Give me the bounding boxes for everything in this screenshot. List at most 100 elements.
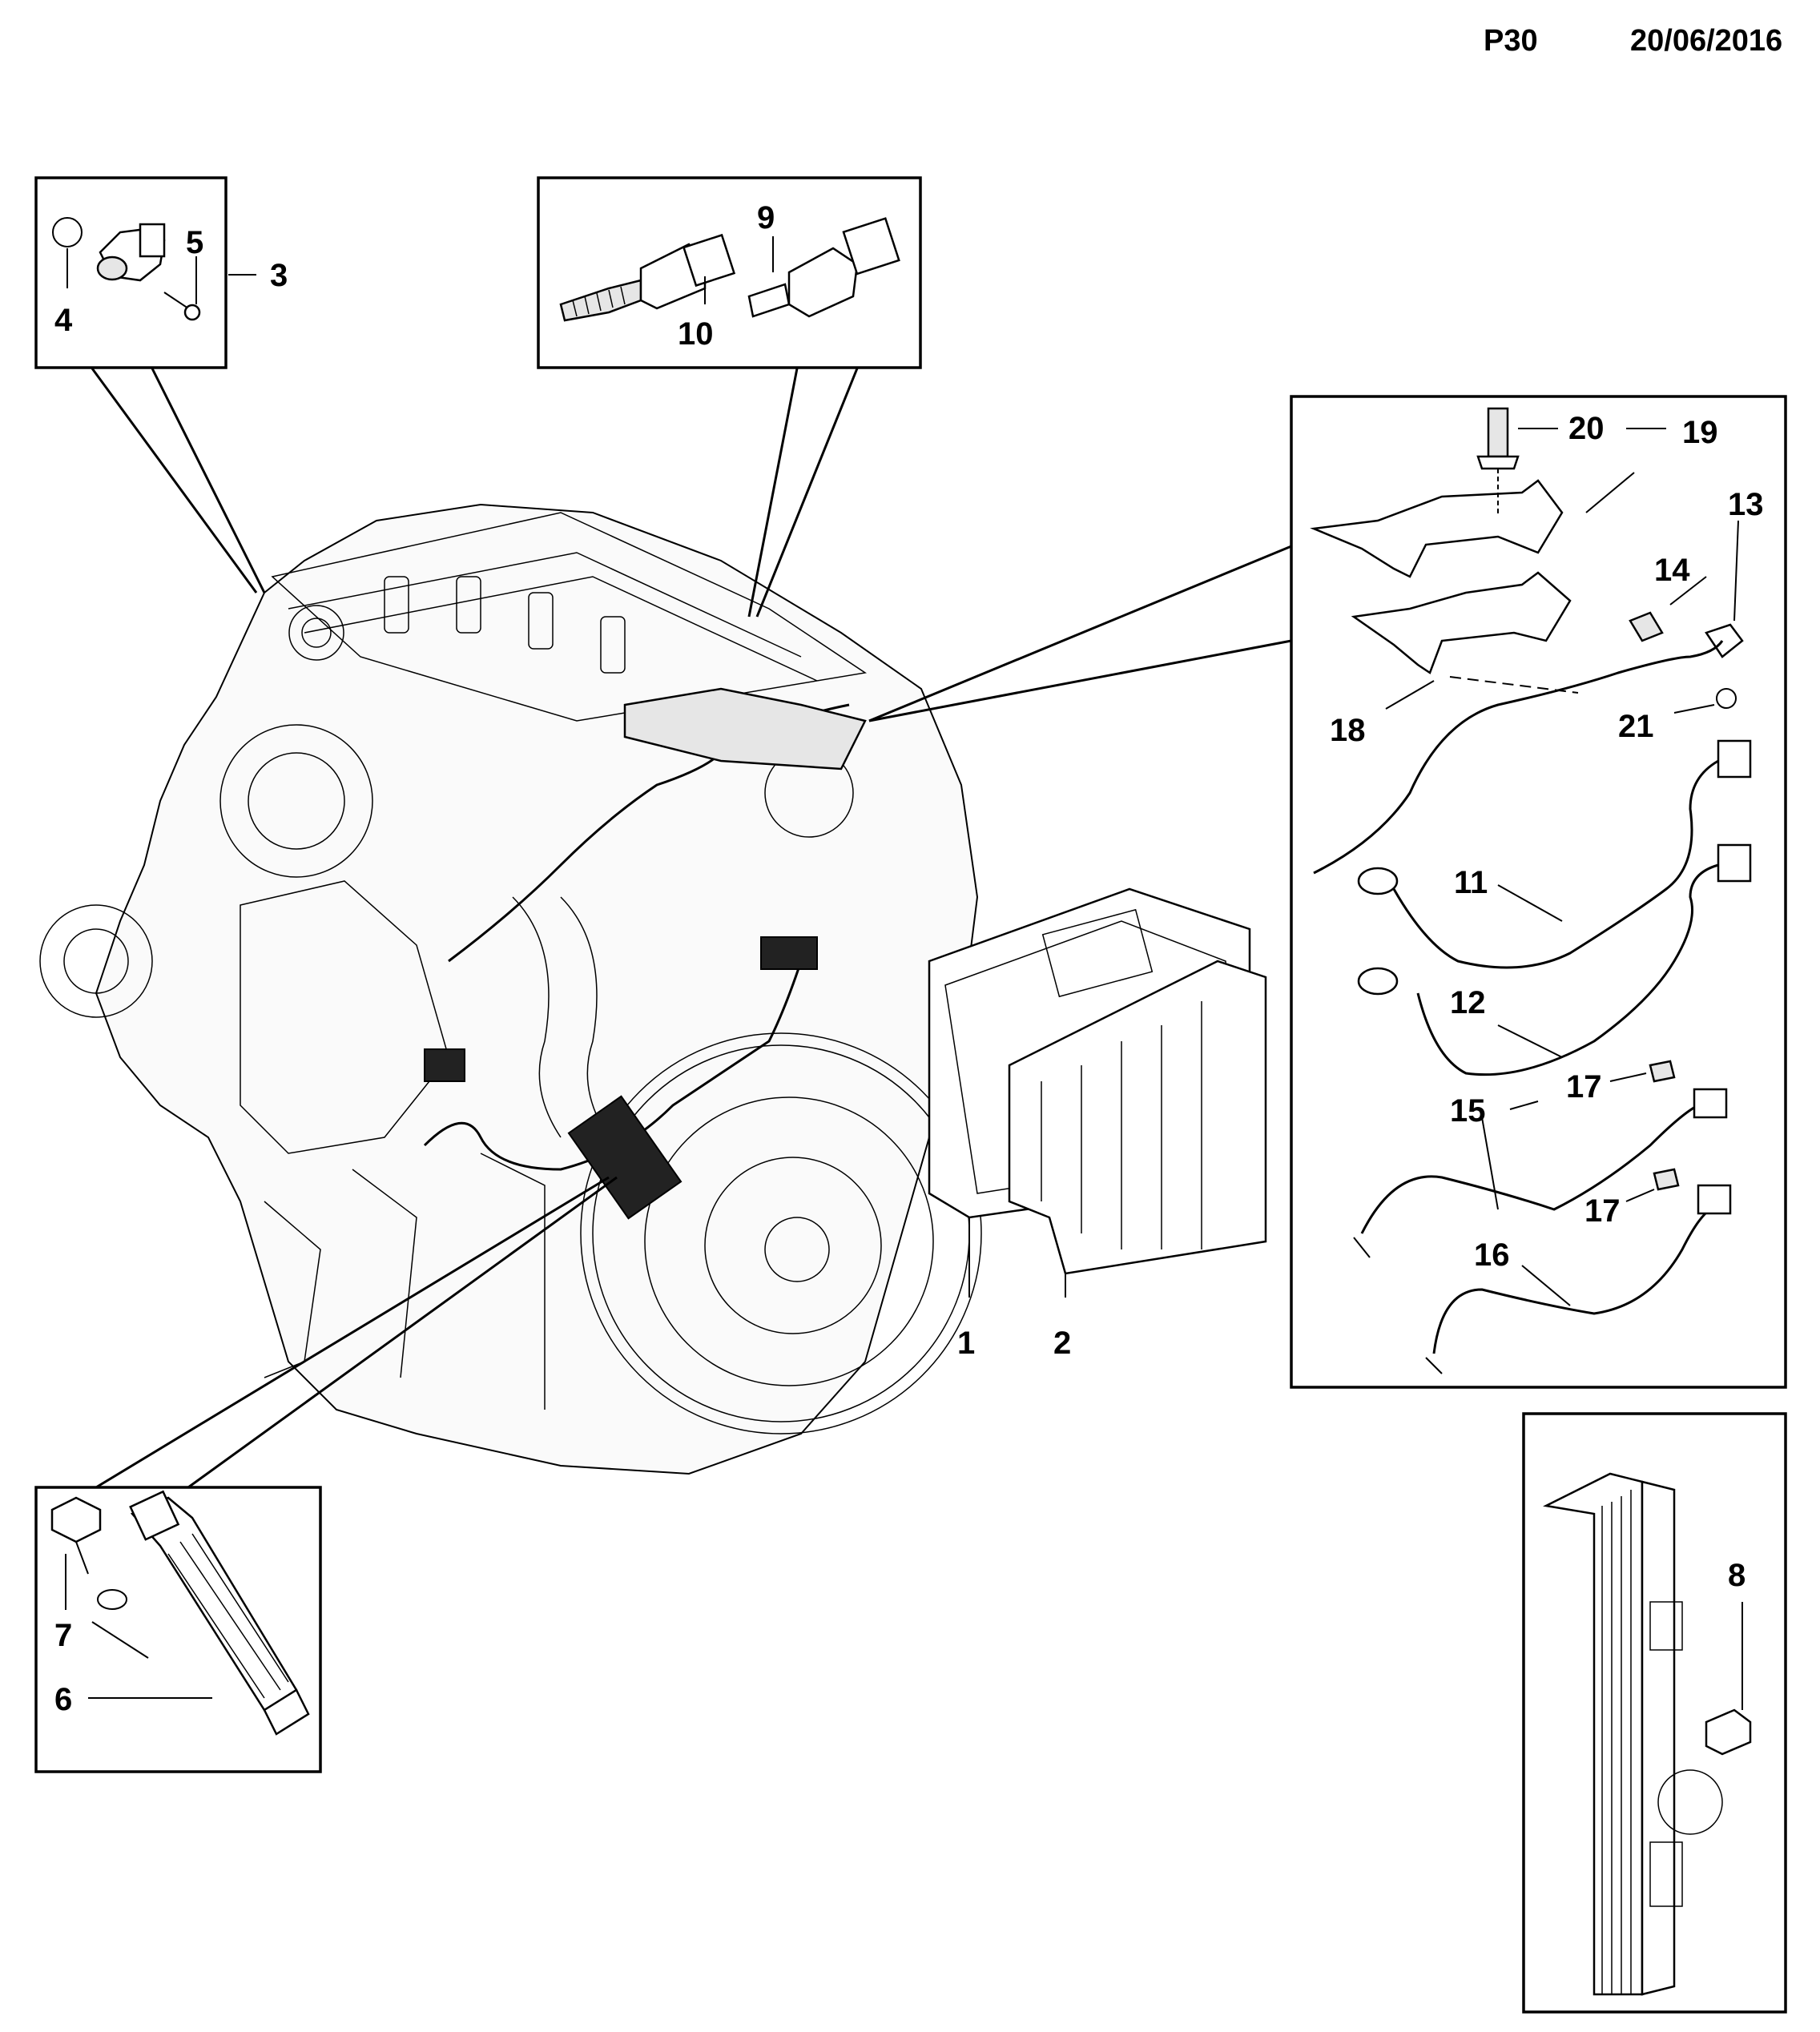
sensor-11 xyxy=(1357,867,1399,895)
valve-cover xyxy=(271,512,867,722)
connector-11 xyxy=(1717,739,1752,779)
harness-clip xyxy=(1629,611,1664,642)
clip-17-lower xyxy=(1653,1168,1680,1191)
box-nox-sensor xyxy=(34,1486,322,1773)
callout-4: 4 xyxy=(54,303,73,338)
injector-4 xyxy=(600,616,626,674)
radiator-temperature-sensor xyxy=(1705,1708,1752,1756)
sensor-9-tip xyxy=(747,283,791,318)
harness-bracket-on-engine xyxy=(623,687,867,771)
thread-lines xyxy=(572,286,626,317)
callout-13: 13 xyxy=(1728,487,1764,522)
callout-8: 8 xyxy=(1728,1558,1746,1593)
box-camshaft-sensor xyxy=(34,176,228,369)
harness-15 xyxy=(1360,1104,1699,1234)
sensor-9-connector xyxy=(842,217,900,276)
callout-20: 20 xyxy=(1568,411,1605,446)
clutch-pressure-plate xyxy=(644,1096,934,1386)
connector-15 xyxy=(1693,1088,1728,1119)
injector-1 xyxy=(384,576,409,634)
bracket-bolt-flange xyxy=(1476,455,1520,470)
exhaust-manifold xyxy=(240,880,449,1154)
sensor-12 xyxy=(1357,967,1399,996)
coolant-temperature-sensor xyxy=(787,247,859,318)
clip-17-upper xyxy=(1649,1060,1676,1083)
sensor-connector xyxy=(139,223,166,258)
tank-boss-lower xyxy=(1649,1841,1683,1907)
clutch-disc xyxy=(704,1157,882,1334)
o-ring-21 xyxy=(1716,688,1737,709)
fuel-rail-lower xyxy=(304,576,818,682)
sensor-13 xyxy=(1705,623,1744,658)
turbocharger-inner xyxy=(248,752,345,850)
detail-box-camshaft-sensor: 4 5 3 xyxy=(34,176,288,369)
callout-21: 21 xyxy=(1618,709,1654,744)
washer xyxy=(97,1589,127,1610)
radiator-end-tank xyxy=(1641,1480,1676,1996)
sensor-bolt xyxy=(163,292,189,309)
ecu-bracket xyxy=(1008,960,1267,1275)
callout-16: 16 xyxy=(1474,1237,1510,1273)
injector-3 xyxy=(528,592,554,650)
radiator-fins xyxy=(1601,1490,1632,1994)
nox-sensor-ribs xyxy=(167,1533,289,1699)
box-temperature-sensors xyxy=(537,176,922,369)
harness-bracket-upper xyxy=(1310,479,1564,578)
callout-2: 2 xyxy=(1053,1326,1071,1361)
harness-plug xyxy=(424,1048,465,1082)
callout-17b: 17 xyxy=(1584,1193,1621,1229)
flywheel xyxy=(580,1032,982,1434)
pointer-box11-a xyxy=(868,545,1292,722)
harness-bracket-18 xyxy=(1351,571,1572,674)
leader-17b xyxy=(1625,1189,1655,1202)
callout-19: 19 xyxy=(1682,415,1718,450)
callout-12: 12 xyxy=(1450,985,1486,1020)
leader-13 xyxy=(1733,520,1739,622)
bracket-bolt xyxy=(1487,407,1509,458)
bolt-shank xyxy=(75,1541,89,1575)
leader-21 xyxy=(1673,704,1715,714)
clutch-hub xyxy=(764,1217,830,1282)
block-rib-3 xyxy=(480,1153,546,1410)
leader-7b xyxy=(91,1621,149,1659)
block-rib-1 xyxy=(264,1201,321,1378)
callout-11: 11 xyxy=(1454,865,1488,900)
pointer-box3-a xyxy=(91,368,258,594)
callout-15: 15 xyxy=(1450,1093,1486,1129)
harness-16 xyxy=(1432,1208,1711,1354)
ecu-label-panel xyxy=(1041,908,1154,998)
o-ring xyxy=(52,217,83,247)
callout-3: 3 xyxy=(270,258,288,293)
callout-18: 18 xyxy=(1330,713,1366,748)
callout-1: 1 xyxy=(957,1326,975,1361)
page-code: P30 xyxy=(1484,24,1538,58)
detail-box-nox-sensor: 7 6 xyxy=(34,1486,322,1773)
oil-filler-cap-inner xyxy=(301,618,332,648)
harness-11 xyxy=(1392,759,1719,969)
leader-11 xyxy=(1497,884,1563,922)
detail-box-wiring-harness: 20 19 18 14 13 21 11 xyxy=(1290,395,1787,1389)
pointer-box9-a xyxy=(747,368,799,618)
switch-terminal xyxy=(682,233,736,288)
oil-filler-cap xyxy=(288,605,344,661)
leader-14 xyxy=(1669,576,1707,606)
leader-15b xyxy=(1509,1100,1539,1110)
turbocharger xyxy=(219,724,373,878)
engine-wiring-harness xyxy=(423,687,867,1220)
leader-18 xyxy=(1385,680,1435,710)
callout-7: 7 xyxy=(54,1618,72,1653)
box-radiator xyxy=(1522,1412,1787,2014)
leader-19b xyxy=(1585,472,1635,513)
detail-box-temperature-sensors: 10 9 xyxy=(537,176,922,369)
leader-12 xyxy=(1497,1024,1563,1058)
nox-sensor-tip xyxy=(263,1688,310,1736)
callout-17a: 17 xyxy=(1566,1069,1602,1105)
injector-2 xyxy=(456,576,481,634)
callout-10: 10 xyxy=(678,316,714,352)
pointer-box6-a xyxy=(95,1176,610,1489)
crank-pulley-hub xyxy=(63,928,129,994)
probe-16 xyxy=(1425,1357,1443,1374)
harness-connector xyxy=(760,936,818,970)
